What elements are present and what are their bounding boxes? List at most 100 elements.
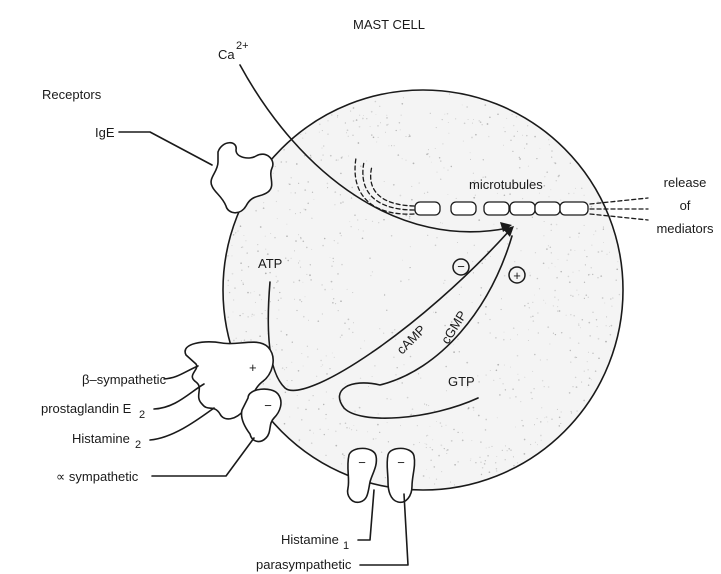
stipple-dot bbox=[378, 222, 379, 223]
stipple-dot bbox=[579, 270, 580, 271]
stipple-dot bbox=[299, 280, 301, 282]
stipple-dot bbox=[496, 370, 498, 372]
stipple-dot bbox=[241, 247, 242, 248]
stipple-dot bbox=[307, 203, 309, 205]
stipple-dot bbox=[388, 145, 389, 146]
stipple-dot bbox=[526, 143, 527, 144]
stipple-dot bbox=[327, 187, 328, 188]
stipple-dot bbox=[544, 417, 545, 418]
stipple-dot bbox=[584, 370, 585, 371]
stipple-dot bbox=[556, 224, 558, 226]
stipple-dot bbox=[332, 353, 333, 354]
stipple-dot bbox=[504, 195, 506, 197]
stipple-dot bbox=[619, 294, 620, 295]
stipple-dot bbox=[532, 371, 533, 372]
stipple-dot bbox=[253, 314, 254, 315]
stipple-dot bbox=[285, 257, 286, 258]
stipple-dot bbox=[326, 355, 327, 356]
stipple-dot bbox=[276, 282, 277, 283]
stipple-dot bbox=[588, 297, 589, 298]
stipple-dot bbox=[479, 120, 480, 121]
stipple-dot bbox=[527, 125, 528, 126]
stipple-dot bbox=[535, 442, 536, 443]
stipple-dot bbox=[259, 335, 261, 337]
stipple-dot bbox=[336, 159, 338, 161]
stipple-dot bbox=[512, 114, 513, 115]
stipple-dot bbox=[428, 405, 429, 406]
stipple-dot bbox=[426, 447, 427, 448]
diagram-title: MAST CELL bbox=[353, 17, 425, 32]
stipple-dot bbox=[537, 418, 538, 419]
stipple-dot bbox=[358, 142, 360, 144]
stipple-dot bbox=[570, 249, 572, 251]
stipple-dot bbox=[536, 158, 537, 159]
stipple-dot bbox=[436, 421, 437, 422]
stipple-dot bbox=[277, 218, 278, 219]
stipple-dot bbox=[267, 253, 269, 255]
stipple-dot bbox=[485, 419, 487, 421]
stipple-dot bbox=[272, 346, 273, 347]
stipple-dot bbox=[294, 299, 295, 300]
stipple-dot bbox=[301, 419, 302, 420]
stipple-dot bbox=[463, 141, 464, 142]
stipple-dot bbox=[496, 470, 497, 471]
stipple-dot bbox=[349, 221, 350, 222]
stipple-dot bbox=[458, 461, 459, 462]
stipple-dot bbox=[411, 414, 412, 415]
stipple-dot bbox=[351, 226, 352, 227]
stipple-dot bbox=[280, 331, 282, 333]
stipple-dot bbox=[409, 267, 410, 268]
stipple-dot bbox=[598, 358, 600, 360]
stipple-dot bbox=[371, 134, 372, 135]
stipple-dot bbox=[553, 333, 554, 334]
stipple-dot bbox=[330, 155, 332, 157]
stipple-dot bbox=[590, 378, 591, 379]
stipple-dot bbox=[300, 238, 301, 239]
release-label-line1: release bbox=[664, 175, 707, 190]
stipple-dot bbox=[424, 193, 425, 194]
stipple-dot bbox=[539, 193, 540, 194]
stipple-dot bbox=[459, 351, 460, 352]
stipple-dot bbox=[600, 275, 602, 277]
stipple-dot bbox=[301, 301, 302, 302]
stipple-dot bbox=[528, 166, 529, 167]
stipple-dot bbox=[487, 455, 489, 457]
stipple-dot bbox=[530, 444, 531, 445]
stipple-dot bbox=[550, 189, 551, 190]
stipple-dot bbox=[375, 114, 376, 115]
stipple-dot bbox=[265, 236, 266, 237]
stipple-dot bbox=[405, 160, 406, 161]
stipple-dot bbox=[550, 224, 552, 226]
stipple-dot bbox=[489, 332, 491, 334]
stipple-dot bbox=[397, 154, 399, 156]
stipple-dot bbox=[473, 173, 474, 174]
stipple-dot bbox=[327, 183, 329, 185]
stipple-dot bbox=[423, 475, 425, 477]
stipple-dot bbox=[478, 219, 480, 221]
histamine1-label: Histamine bbox=[281, 532, 339, 547]
stipple-dot bbox=[299, 260, 300, 261]
stipple-dot bbox=[326, 391, 327, 392]
stipple-dot bbox=[359, 407, 361, 409]
stipple-dot bbox=[543, 262, 545, 264]
stipple-dot bbox=[499, 394, 501, 396]
stipple-dot bbox=[442, 119, 443, 120]
stipple-dot bbox=[541, 407, 542, 408]
stipple-dot bbox=[330, 257, 331, 258]
stipple-dot bbox=[548, 139, 549, 140]
stipple-dot bbox=[606, 325, 607, 326]
stipple-dot bbox=[241, 341, 242, 342]
stipple-dot bbox=[591, 267, 592, 268]
stipple-dot bbox=[302, 282, 303, 283]
stipple-dot bbox=[248, 266, 249, 267]
stipple-dot bbox=[299, 439, 301, 441]
stipple-dot bbox=[366, 118, 367, 119]
calcium-label: Ca bbox=[218, 47, 235, 62]
stipple-dot bbox=[539, 148, 540, 149]
stipple-dot bbox=[375, 101, 377, 103]
stipple-dot bbox=[370, 126, 371, 127]
stipple-dot bbox=[505, 459, 506, 460]
stipple-dot bbox=[417, 425, 418, 426]
stipple-dot bbox=[294, 250, 295, 251]
stipple-dot bbox=[335, 303, 336, 304]
